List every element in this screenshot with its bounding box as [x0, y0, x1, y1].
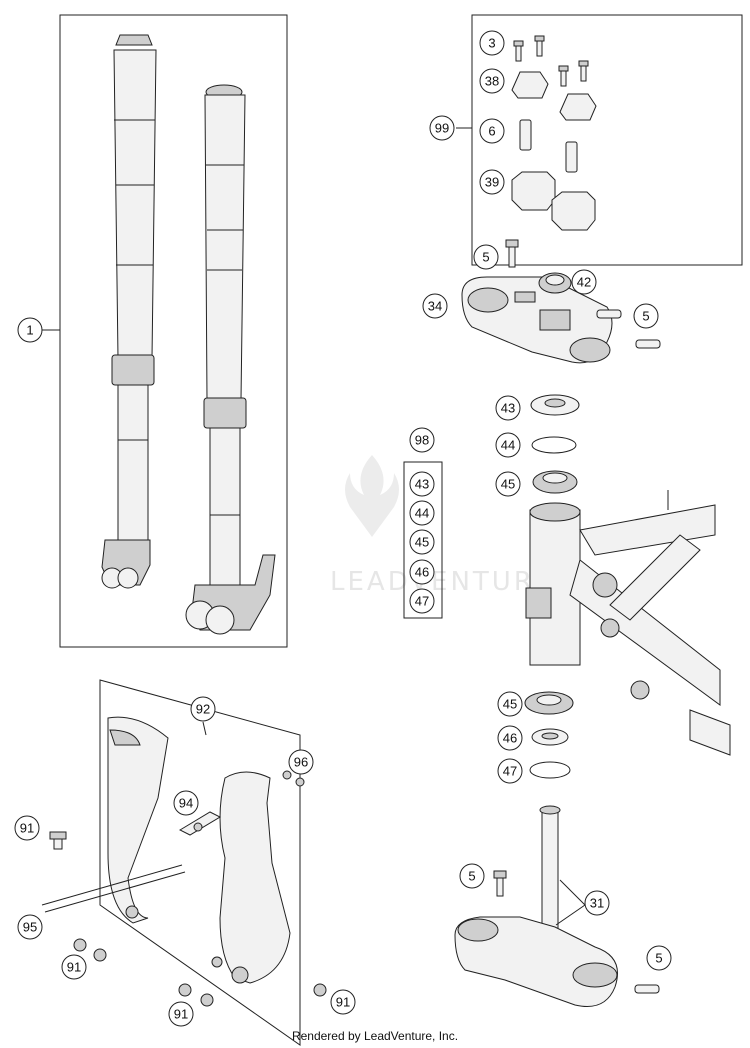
callout-1[interactable]: 1 — [17, 317, 43, 343]
lower-triple-clamp[interactable] — [454, 805, 660, 1007]
callout-43-upper[interactable]: 43 — [495, 395, 521, 421]
callout-5-clamp-bolts[interactable]: 5 — [633, 303, 659, 329]
upper-triple-clamp[interactable] — [461, 239, 661, 364]
watermark-text: LEADVENTURE — [330, 567, 554, 597]
callout-99[interactable]: 99 — [429, 115, 455, 141]
bolt-3-parts — [513, 35, 589, 87]
callout-98-label: 98 — [415, 433, 429, 448]
callout-95[interactable]: 95 — [17, 914, 43, 940]
upper-bearing-parts[interactable] — [530, 394, 580, 494]
callout-42-label: 42 — [577, 275, 591, 290]
callout-5-lower-bolt[interactable]: 5 — [459, 863, 485, 889]
callout-5-lower-clamp-bolt-label: 5 — [655, 951, 662, 966]
callout-47-kit[interactable]: 47 — [409, 588, 435, 614]
callout-95-label: 95 — [23, 920, 37, 935]
callout-99-label: 99 — [435, 121, 449, 136]
callout-43-kit-label: 43 — [415, 477, 429, 492]
callout-46-kit-label: 46 — [415, 565, 429, 580]
lower-bearing-parts[interactable] — [524, 691, 574, 779]
callout-5-clamp-bolts-label: 5 — [642, 309, 649, 324]
callout-92-label: 92 — [196, 702, 210, 717]
fork-protector-frame — [99, 679, 301, 1046]
callout-6-label: 6 — [488, 124, 495, 139]
fork-protector-clip[interactable] — [178, 811, 222, 836]
callout-45-kit-label: 45 — [415, 535, 429, 550]
callout-47-lower[interactable]: 47 — [497, 758, 523, 784]
callout-92[interactable]: 92 — [190, 696, 216, 722]
callout-31-label: 31 — [590, 896, 604, 911]
callout-44-upper[interactable]: 44 — [495, 432, 521, 458]
callout-31[interactable]: 31 — [584, 890, 610, 916]
callout-45-lower-label: 45 — [503, 697, 517, 712]
callout-91-right[interactable]: 91 — [330, 989, 356, 1015]
callout-98[interactable]: 98 — [409, 427, 435, 453]
callout-45-upper[interactable]: 45 — [495, 471, 521, 497]
fork-group-frame — [59, 14, 288, 648]
callout-34-label: 34 — [428, 299, 442, 314]
callout-94[interactable]: 94 — [173, 790, 199, 816]
footer-credit: Rendered by LeadVenture, Inc. — [291, 1029, 459, 1043]
left-fork-leg[interactable] — [101, 34, 157, 589]
callout-38-label: 38 — [485, 74, 499, 89]
callout-5-upper-bolt[interactable]: 5 — [473, 244, 499, 270]
callout-1-label: 1 — [26, 323, 33, 338]
callout-43-kit[interactable]: 43 — [409, 471, 435, 497]
callout-43-upper-label: 43 — [501, 401, 515, 416]
callout-91-middle[interactable]: 91 — [61, 954, 87, 980]
callout-44-upper-label: 44 — [501, 438, 515, 453]
callout-5-upper-bolt-label: 5 — [482, 250, 489, 265]
callout-38[interactable]: 38 — [479, 68, 505, 94]
fork-protector-left[interactable] — [107, 716, 169, 924]
callout-39[interactable]: 39 — [479, 169, 505, 195]
callout-44-kit-label: 44 — [415, 506, 429, 521]
callout-91-middle-label: 91 — [67, 960, 81, 975]
callout-6[interactable]: 6 — [479, 118, 505, 144]
bearing-kit-frame — [403, 461, 443, 619]
callout-45-lower[interactable]: 45 — [497, 691, 523, 717]
callout-45-kit[interactable]: 45 — [409, 529, 435, 555]
callout-91-upper[interactable]: 91 — [14, 815, 40, 841]
callout-3-label: 3 — [488, 36, 495, 51]
right-fork-leg[interactable] — [185, 84, 276, 635]
callout-44-kit[interactable]: 44 — [409, 500, 435, 526]
callout-5-lower-bolt-label: 5 — [468, 869, 475, 884]
callout-42[interactable]: 42 — [571, 269, 597, 295]
callout-96[interactable]: 96 — [288, 749, 314, 775]
callout-91-lower[interactable]: 91 — [168, 1001, 194, 1027]
callout-47-kit-label: 47 — [415, 594, 429, 609]
callout-45-upper-label: 45 — [501, 477, 515, 492]
callout-5-lower-clamp-bolt[interactable]: 5 — [646, 945, 672, 971]
callout-46-lower-label: 46 — [503, 731, 517, 746]
protector-screws[interactable] — [41, 770, 327, 1007]
callout-46-lower[interactable]: 46 — [497, 725, 523, 751]
callout-34[interactable]: 34 — [422, 293, 448, 319]
callout-91-lower-label: 91 — [174, 1007, 188, 1022]
callout-46-kit[interactable]: 46 — [409, 559, 435, 585]
frame-head-tube — [525, 490, 731, 756]
callout-47-lower-label: 47 — [503, 764, 517, 779]
callout-91-right-label: 91 — [336, 995, 350, 1010]
watermark-logo: LEADVENTURE — [330, 455, 554, 597]
fork-protector-right[interactable] — [211, 771, 291, 984]
callout-94-label: 94 — [179, 796, 193, 811]
callout-39-label: 39 — [485, 175, 499, 190]
clamp-kit-frame — [471, 14, 743, 266]
callout-91-upper-label: 91 — [20, 821, 34, 836]
callout-3[interactable]: 3 — [479, 30, 505, 56]
callout-96-label: 96 — [294, 755, 308, 770]
clamp-kit-parts[interactable] — [511, 35, 597, 231]
